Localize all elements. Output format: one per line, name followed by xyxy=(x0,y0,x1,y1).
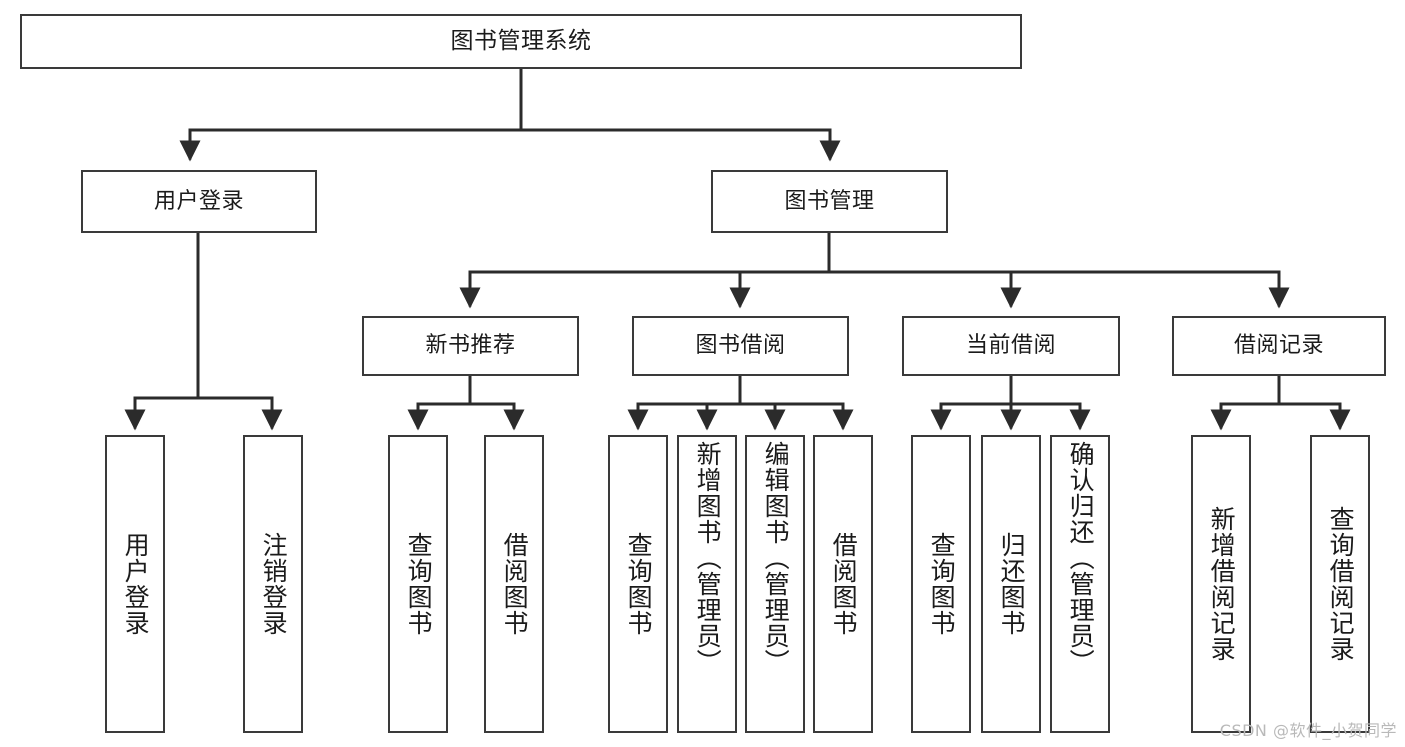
node-label: 编辑图书（管理员） xyxy=(761,441,791,675)
node-label: 图书管理系统 xyxy=(450,27,592,54)
node-label: 新书推荐 xyxy=(425,333,516,359)
node-book-management[interactable]: 图书管理 xyxy=(711,170,948,233)
leaf-borrow-book-recommend[interactable]: 借阅图书 xyxy=(484,435,544,733)
node-label: 注销登录 xyxy=(259,532,289,636)
node-borrow-record[interactable]: 借阅记录 xyxy=(1172,316,1386,376)
node-label: 新增借阅记录 xyxy=(1207,506,1237,662)
leaf-query-borrow-record[interactable]: 查询借阅记录 xyxy=(1310,435,1370,733)
node-book-borrow[interactable]: 图书借阅 xyxy=(632,316,849,376)
node-label: 查询图书 xyxy=(927,532,957,636)
node-new-book-recommend[interactable]: 新书推荐 xyxy=(362,316,579,376)
node-label: 借阅图书 xyxy=(829,532,859,636)
leaf-query-book-current[interactable]: 查询图书 xyxy=(911,435,971,733)
node-label: 借阅记录 xyxy=(1233,333,1324,359)
node-label: 当前借阅 xyxy=(965,333,1056,359)
node-label: 图书管理 xyxy=(784,188,875,214)
leaf-return-book[interactable]: 归还图书 xyxy=(981,435,1041,733)
node-user-login[interactable]: 用户登录 xyxy=(81,170,317,233)
leaf-add-book-admin[interactable]: 新增图书（管理员） xyxy=(677,435,737,733)
leaf-query-book-borrow[interactable]: 查询图书 xyxy=(608,435,668,733)
node-label: 用户登录 xyxy=(121,532,151,636)
node-label: 用户登录 xyxy=(153,188,244,214)
leaf-add-borrow-record[interactable]: 新增借阅记录 xyxy=(1191,435,1251,733)
node-label: 查询图书 xyxy=(404,532,434,636)
node-label: 图书借阅 xyxy=(695,333,786,359)
leaf-edit-book-admin[interactable]: 编辑图书（管理员） xyxy=(745,435,805,733)
node-root-book-management-system[interactable]: 图书管理系统 xyxy=(20,14,1022,69)
node-label: 新增图书（管理员） xyxy=(693,441,723,675)
leaf-query-book-recommend[interactable]: 查询图书 xyxy=(388,435,448,733)
node-current-borrow[interactable]: 当前借阅 xyxy=(902,316,1120,376)
csdn-watermark: CSDN @软件_小贺同学 xyxy=(1219,721,1397,740)
leaf-confirm-return-admin[interactable]: 确认归还（管理员） xyxy=(1050,435,1110,733)
leaf-borrow-book-borrow[interactable]: 借阅图书 xyxy=(813,435,873,733)
node-label: 查询图书 xyxy=(624,532,654,636)
node-label: 确认归还（管理员） xyxy=(1066,441,1096,675)
leaf-user-login[interactable]: 用户登录 xyxy=(105,435,165,733)
node-label: 查询借阅记录 xyxy=(1326,506,1356,662)
node-label: 归还图书 xyxy=(997,532,1027,636)
leaf-logout[interactable]: 注销登录 xyxy=(243,435,303,733)
node-label: 借阅图书 xyxy=(500,532,530,636)
